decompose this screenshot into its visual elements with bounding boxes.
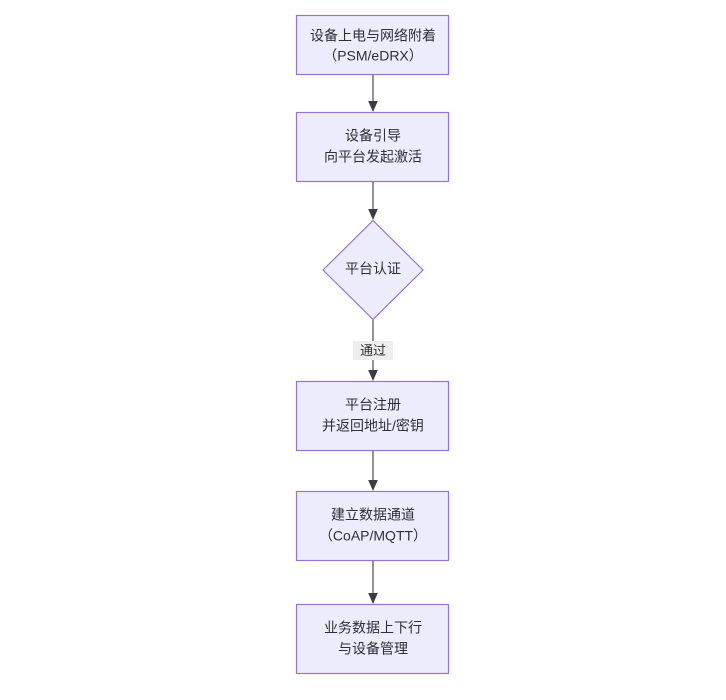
arrowhead-icon	[368, 593, 378, 604]
node-label-line1: 平台注册	[345, 397, 401, 413]
flow-node-business-data-and-device-mgmt[interactable]: 业务数据上下行 与设备管理	[295, 603, 450, 675]
node-rect[interactable]	[295, 111, 450, 183]
node-label-line1: 平台认证	[345, 261, 401, 277]
edge-n5-n6	[368, 561, 378, 604]
edge-n2-n3	[368, 182, 378, 220]
flow-node-platform-auth-decision[interactable]: 平台认证	[322, 219, 424, 321]
flow-node-establish-data-channel[interactable]: 建立数据通道 （CoAP/MQTT）	[295, 490, 450, 562]
node-rect[interactable]	[295, 603, 450, 675]
flow-node-device-bootstrap[interactable]: 设备引导 向平台发起激活	[295, 111, 450, 183]
node-rect[interactable]	[295, 380, 450, 452]
node-label-line2: 与设备管理	[338, 641, 408, 657]
flow-node-platform-register[interactable]: 平台注册 并返回地址/密钥	[295, 380, 450, 452]
arrowhead-icon	[368, 370, 378, 381]
node-label-line1: 建立数据通道	[331, 507, 415, 523]
node-label-line1: 业务数据上下行	[324, 620, 422, 636]
node-rect[interactable]	[295, 14, 450, 76]
arrowhead-icon	[368, 209, 378, 220]
node-rect[interactable]	[295, 490, 450, 562]
node-label-line2: （CoAP/MQTT）	[319, 528, 427, 544]
node-label-line1: 设备上电与网络附着	[310, 28, 436, 44]
edge-n1-n2	[368, 75, 378, 112]
node-label-line1: 设备引导	[345, 128, 401, 144]
arrowhead-icon	[368, 101, 378, 112]
node-label-line2: 并返回地址/密钥	[322, 418, 424, 434]
node-diamond[interactable]	[322, 219, 424, 321]
edge-n4-n5	[368, 451, 378, 491]
edge-n3-n4: 通过	[353, 320, 393, 381]
edge-label-background	[353, 341, 393, 360]
node-label-line2: （PSM/eDRX）	[323, 48, 423, 64]
node-label-line2: 向平台发起激活	[324, 149, 422, 165]
arrowhead-icon	[368, 480, 378, 491]
flow-node-device-power-on[interactable]: 设备上电与网络附着 （PSM/eDRX）	[295, 14, 450, 76]
edge-label-n3-n4: 通过	[360, 343, 386, 358]
